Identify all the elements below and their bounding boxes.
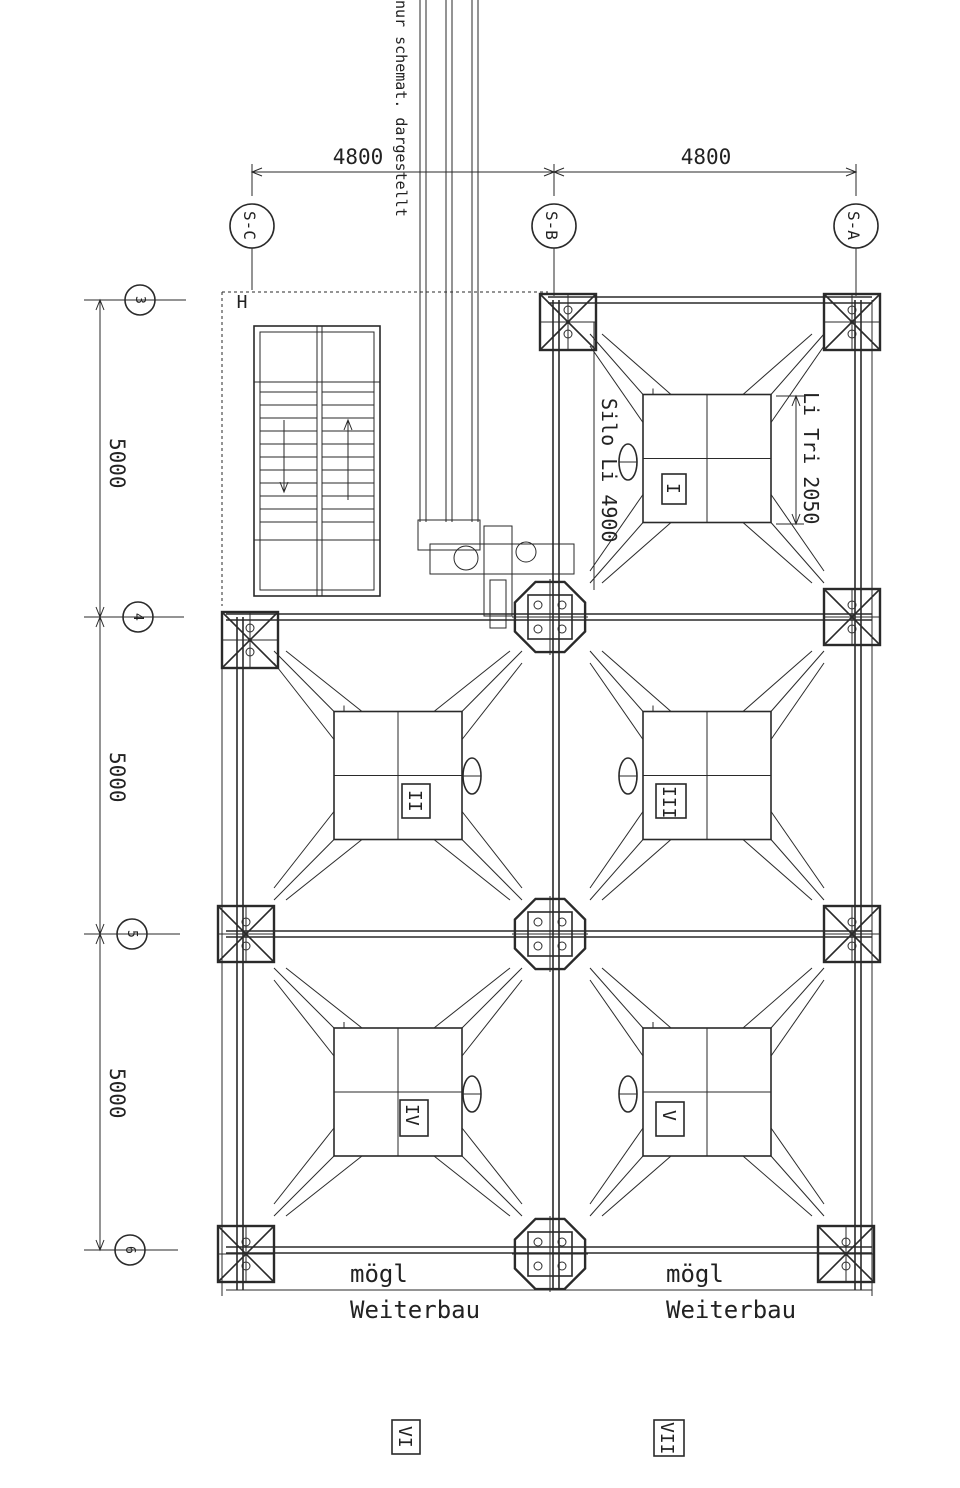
silo-number-7-text: VII: [656, 1422, 677, 1455]
column-node: [538, 292, 598, 352]
silo-number-7: VII: [653, 1419, 685, 1457]
column-node: [822, 587, 882, 647]
column-node: [512, 1216, 588, 1292]
dimension-top-left: 4800: [333, 145, 384, 169]
column-node: [816, 1224, 876, 1284]
silo-hopper: [273, 650, 523, 901]
silo-diameter-label: Silo Li 4900: [597, 398, 621, 543]
axis-marker-s-c: S-C: [229, 203, 275, 290]
axis-label-s-c: S-C: [240, 211, 259, 240]
axis-label-s-b: S-B: [542, 211, 561, 240]
column-node: [822, 904, 882, 964]
silo-hopper: [589, 333, 825, 584]
silo-hopper: [589, 967, 825, 1217]
silo-number-6: VI: [391, 1419, 421, 1455]
column-node: [216, 1224, 276, 1284]
grid-marker-5: 5: [116, 918, 180, 950]
grid-label-5: 5: [124, 930, 139, 938]
extension-right-line2: Weiterbau: [666, 1296, 796, 1324]
silo-number-2-text: II: [404, 790, 425, 812]
marker-h: H: [237, 292, 248, 313]
silo-structure: [216, 292, 882, 1296]
dimension-left-1: 5000: [105, 438, 129, 489]
grid-label-6: 6: [122, 1246, 137, 1254]
axis-label-s-a: S-A: [844, 211, 863, 240]
grid-label-4: 4: [130, 613, 145, 621]
silo-number-5: V: [655, 1101, 685, 1137]
top-dimension: [250, 164, 858, 196]
column-node: [512, 579, 588, 655]
hopper-width-dimension: [776, 394, 804, 526]
dimension-left-3: 5000: [105, 1068, 129, 1119]
column-node: [220, 610, 280, 670]
silo-number-1-text: I: [662, 483, 683, 494]
silo-number-4: IV: [399, 1099, 429, 1137]
silo-number-2: II: [401, 783, 431, 819]
conveyor: [417, 0, 575, 629]
silo-number-6-text: VI: [394, 1426, 415, 1448]
extension-right-line1: mögl: [666, 1260, 724, 1288]
column-node: [512, 896, 588, 972]
column-node: [216, 904, 276, 964]
dimension-top-right: 4800: [681, 145, 732, 169]
dimension-left-2: 5000: [105, 752, 129, 803]
column-node: [822, 292, 882, 352]
silo-number-3: III: [655, 783, 687, 819]
axis-marker-s-a: S-A: [833, 203, 879, 296]
extension-left-line2: Weiterbau: [350, 1296, 480, 1324]
silo-number-5-text: V: [658, 1110, 679, 1121]
hopper-width-label: Li Tri 2050: [799, 392, 823, 524]
silo-number-4-text: IV: [401, 1104, 422, 1126]
silo-number-3-text: III: [658, 786, 679, 819]
grid-marker-6: 6: [114, 1234, 178, 1266]
grid-label-3: 3: [132, 296, 147, 304]
axis-marker-s-b: S-B: [531, 203, 577, 296]
grid-marker-4: 4: [122, 601, 184, 633]
grid-marker-3: 3: [124, 284, 186, 316]
note-schematic: nur schemat. dargestellt: [392, 0, 410, 217]
silo-hopper: [589, 650, 825, 901]
stair-platform: [221, 291, 548, 606]
silo-number-1: I: [661, 473, 687, 505]
extension-left-line1: mögl: [350, 1260, 408, 1288]
silo-hopper: [273, 967, 523, 1217]
